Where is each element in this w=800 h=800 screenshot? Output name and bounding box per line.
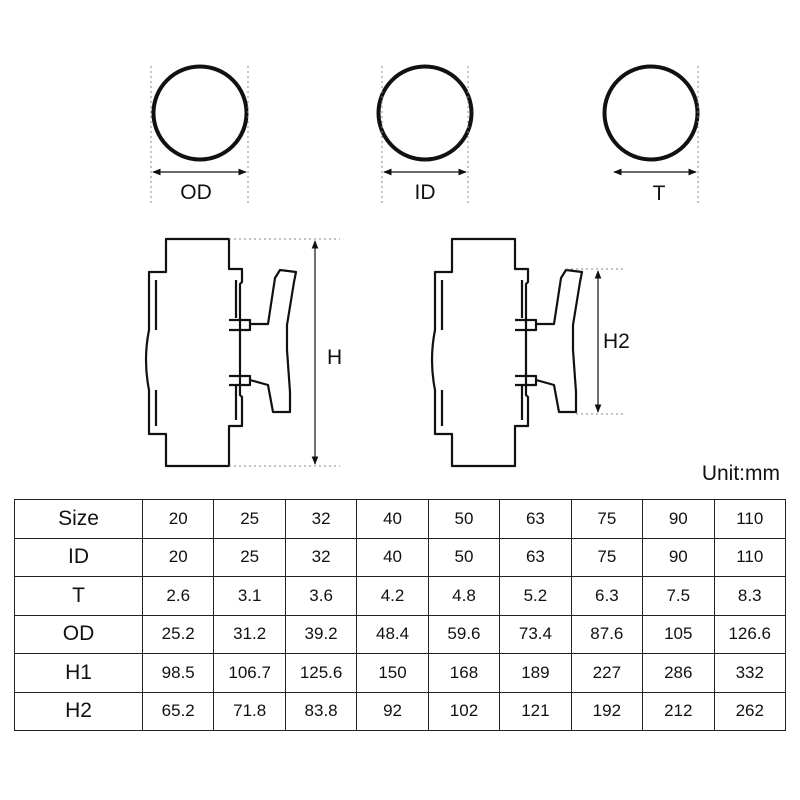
table-cell: 39.2 <box>284 614 358 654</box>
row-header: OD <box>14 614 143 654</box>
table-cell: 105 <box>642 614 715 654</box>
table-cell: 126.6 <box>713 614 786 654</box>
table-cell: 25 <box>213 499 286 539</box>
table-cell: 102 <box>427 691 501 731</box>
t-label: T <box>653 182 666 205</box>
table-cell: 3.1 <box>213 576 286 616</box>
row-header: Size <box>14 499 143 539</box>
table-cell: 227 <box>570 653 644 693</box>
table-cell: 32 <box>284 499 358 539</box>
table-cell: 31.2 <box>213 614 286 654</box>
id-circle <box>376 64 474 162</box>
table-cell: 3.6 <box>284 576 358 616</box>
table-cell: 40 <box>356 499 429 539</box>
valve-h2-drawing <box>430 237 625 468</box>
table-cell: 150 <box>356 653 429 693</box>
table-cell: 98.5 <box>141 653 215 693</box>
table-cell: 20 <box>141 537 215 577</box>
table-cell: 2.6 <box>141 576 215 616</box>
table-cell: 8.3 <box>713 576 786 616</box>
table-cell: 332 <box>713 653 786 693</box>
table-cell: 125.6 <box>284 653 358 693</box>
table-cell: 65.2 <box>141 691 215 731</box>
h-label: H <box>327 346 342 369</box>
table-cell: 4.2 <box>356 576 429 616</box>
table-cell: 90 <box>642 499 715 539</box>
table-cell: 87.6 <box>570 614 644 654</box>
id-label: ID <box>415 181 436 204</box>
od-circle <box>151 64 249 162</box>
t-diagram: T <box>602 64 700 205</box>
valve-handle <box>249 268 298 414</box>
valve-h-drawing <box>144 237 340 468</box>
table-cell: 212 <box>642 691 715 731</box>
table-cell: 83.8 <box>284 691 358 731</box>
h2-label: H2 <box>603 330 630 353</box>
valve2-body-outline <box>430 237 530 468</box>
row-header: T <box>14 576 143 616</box>
table-cell: 189 <box>499 653 572 693</box>
table-cell: 32 <box>284 537 358 577</box>
od-label: OD <box>180 181 212 204</box>
table-cell: 50 <box>427 499 501 539</box>
table-cell: 63 <box>499 499 572 539</box>
table-cell: 286 <box>642 653 715 693</box>
valve-body-outline <box>144 237 244 468</box>
table-cell: 110 <box>713 499 786 539</box>
table-cell: 4.8 <box>427 576 501 616</box>
table-cell: 106.7 <box>213 653 286 693</box>
table-cell: 50 <box>427 537 501 577</box>
row-header: ID <box>14 537 143 577</box>
table-cell: 92 <box>356 691 429 731</box>
table-cell: 121 <box>499 691 572 731</box>
table-cell: 25.2 <box>141 614 215 654</box>
table-cell: 75 <box>570 499 644 539</box>
table-cell: 48.4 <box>356 614 429 654</box>
table-cell: 40 <box>356 537 429 577</box>
row-header: H1 <box>14 653 143 693</box>
table-cell: 71.8 <box>213 691 286 731</box>
table-cell: 6.3 <box>570 576 644 616</box>
id-diagram: ID <box>376 64 474 205</box>
table-cell: 168 <box>427 653 501 693</box>
valve2-handle <box>535 268 584 414</box>
row-header: H2 <box>14 691 143 731</box>
table-cell: 73.4 <box>499 614 572 654</box>
table-cell: 192 <box>570 691 644 731</box>
table-cell: 59.6 <box>427 614 501 654</box>
table-cell: 20 <box>141 499 215 539</box>
table-cell: 5.2 <box>499 576 572 616</box>
table-cell: 110 <box>713 537 786 577</box>
table-cell: 63 <box>499 537 572 577</box>
t-circle <box>602 64 700 162</box>
table-cell: 75 <box>570 537 644 577</box>
table-cell: 90 <box>642 537 715 577</box>
unit-label: Unit:mm <box>701 462 780 485</box>
table-cell: 25 <box>213 537 286 577</box>
table-cell: 262 <box>713 691 786 731</box>
od-diagram: OD <box>150 64 249 205</box>
table-cell: 7.5 <box>642 576 715 616</box>
dimension-diagram: OD ID T H H2 <box>144 64 700 468</box>
